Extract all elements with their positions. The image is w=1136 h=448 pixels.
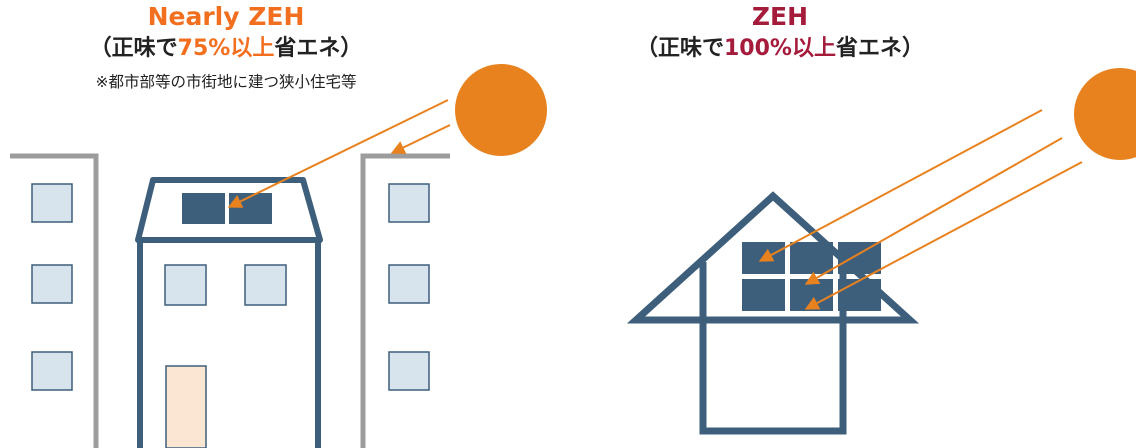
sun-ray bbox=[804, 161, 1083, 310]
solar-panel-icon bbox=[742, 279, 785, 311]
nearly-zeh-title: Nearly ZEH bbox=[147, 2, 305, 31]
right-neighbor-building bbox=[360, 153, 450, 448]
solar-panel-icon bbox=[790, 242, 833, 274]
sun-ray bbox=[758, 109, 1043, 262]
nearly-zeh-note: ※都市部等の市街地に建つ狭小住宅等 bbox=[95, 73, 357, 91]
zeh-percent: 100% bbox=[724, 36, 792, 61]
sun-ray bbox=[804, 137, 1063, 285]
window bbox=[164, 264, 207, 306]
sun-icon bbox=[1074, 68, 1136, 160]
solar-panel-icon bbox=[182, 193, 225, 224]
narrow-house-body bbox=[137, 237, 321, 448]
sun-ray bbox=[390, 124, 451, 154]
detached-house-body bbox=[699, 262, 847, 435]
window bbox=[388, 351, 430, 391]
sun-ray bbox=[227, 99, 449, 208]
zeh-subtitle-mid: 以上 bbox=[791, 36, 836, 61]
window bbox=[388, 264, 430, 304]
door bbox=[165, 365, 207, 448]
window bbox=[31, 183, 73, 223]
narrow-house bbox=[135, 177, 323, 448]
zeh-subtitle-pre: （正味で bbox=[635, 36, 724, 61]
nearly-zeh-subtitle-post: 省エネ） bbox=[274, 36, 363, 61]
zeh-subtitle: （正味で100%以上省エネ） bbox=[560, 35, 1000, 63]
nearly-zeh-percent: 75% bbox=[177, 36, 231, 61]
window bbox=[31, 351, 73, 391]
nearly-zeh-subtitle-pre: （正味で bbox=[89, 36, 178, 61]
window bbox=[244, 264, 287, 306]
zeh-subtitle-post: 省エネ） bbox=[835, 36, 924, 61]
nearly-zeh-subtitle-mid: 以上 bbox=[230, 36, 275, 61]
solar-panel-icon bbox=[229, 193, 272, 224]
solar-panel-icon bbox=[838, 242, 881, 274]
sun-icon bbox=[455, 64, 547, 156]
left-neighbor-building bbox=[10, 153, 99, 448]
detached-house bbox=[626, 191, 920, 435]
window bbox=[388, 183, 430, 223]
nearly-zeh-subtitle: （正味で75%以上省エネ） bbox=[0, 35, 452, 63]
zeh-title: ZEH bbox=[751, 2, 809, 31]
window bbox=[31, 264, 73, 304]
solar-panel-icon bbox=[838, 279, 881, 311]
